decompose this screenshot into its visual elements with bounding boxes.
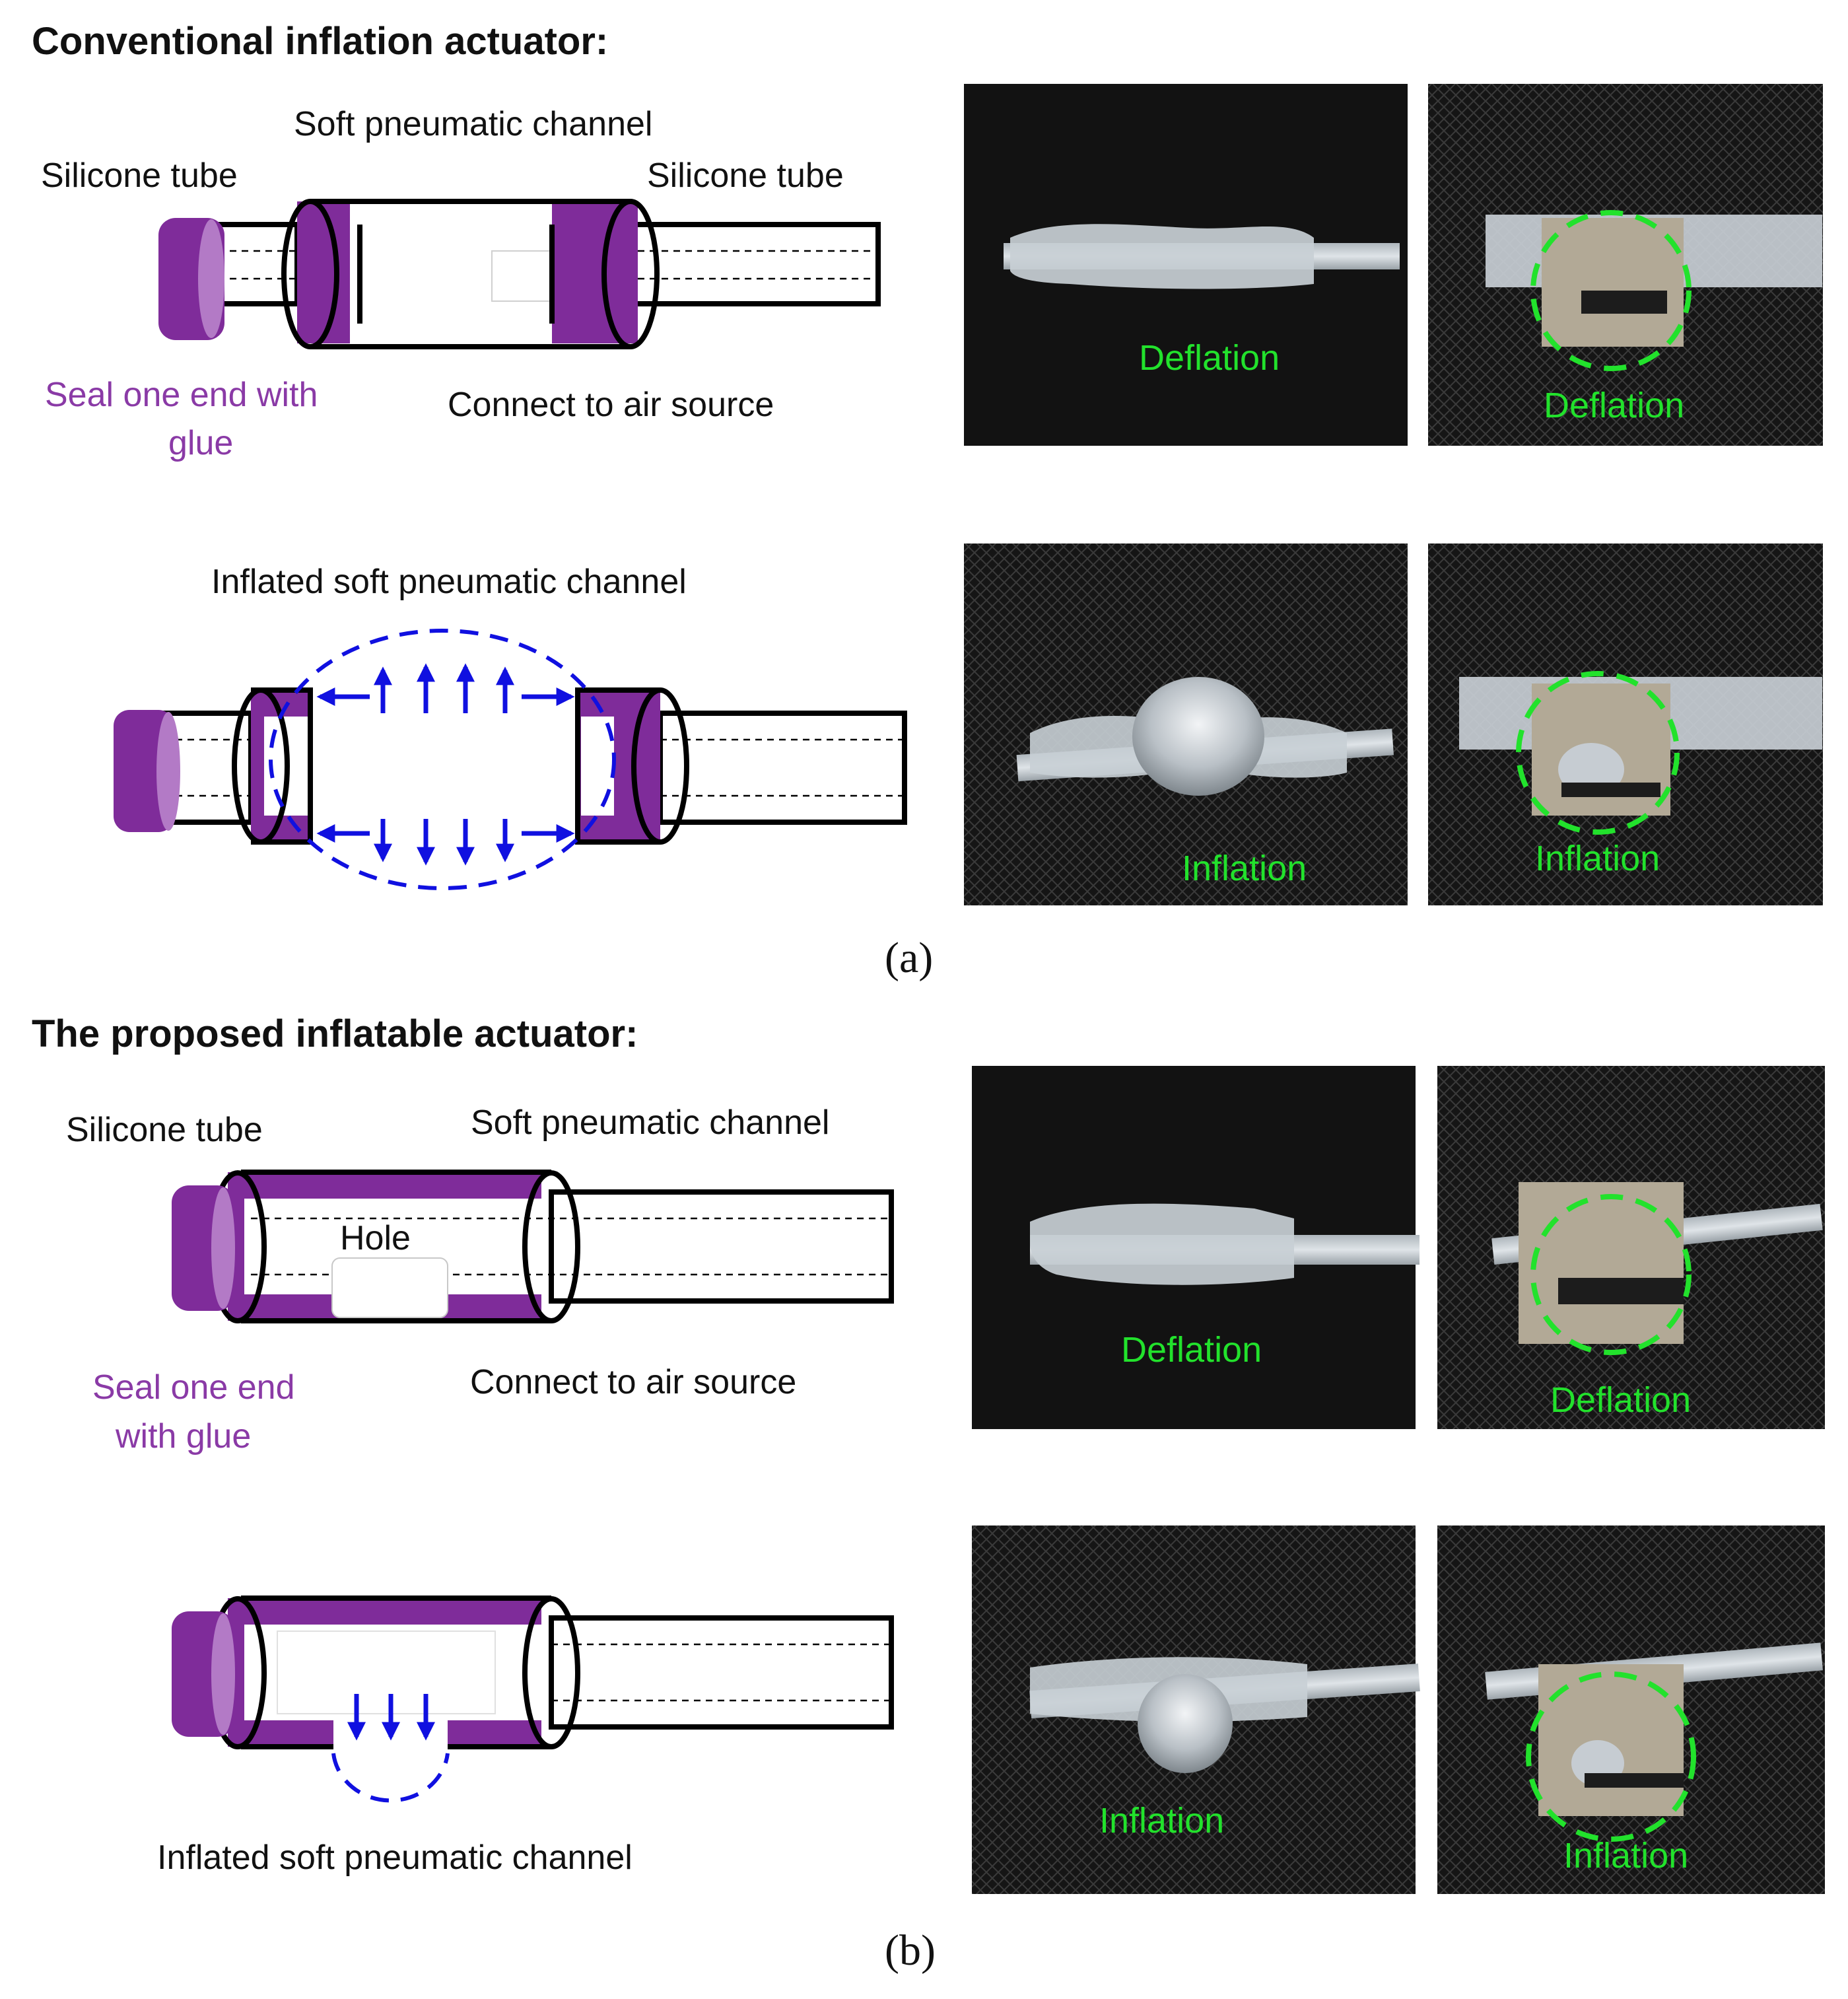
photo-a3: Inflation <box>964 544 1408 905</box>
pressure-arrows-bottom <box>316 819 575 866</box>
inflation-bubble-outline <box>269 629 616 890</box>
photo-b3: Inflation <box>972 1526 1420 1894</box>
photo-a3-bulb <box>1132 677 1264 796</box>
seal-label-line1: Seal one end with <box>45 376 318 414</box>
panel-b-heading: The proposed inflatable actuator: <box>32 1012 638 1055</box>
hole-bulge-outline <box>331 1753 450 1803</box>
photo-b4-clip <box>1538 1664 1684 1816</box>
connect-air-label-b: Connect to air source <box>470 1363 796 1401</box>
panel-b-caption: (b) <box>885 1926 936 1975</box>
connect-air-label: Connect to air source <box>448 386 774 424</box>
photo-a2-clip <box>1542 218 1684 347</box>
silicone-tube-b <box>549 1189 894 1304</box>
inflated-channel-label: Inflated soft pneumatic channel <box>211 563 687 601</box>
photo-a1-label: Deflation <box>1139 338 1280 378</box>
seal-label-b-line2: with glue <box>115 1417 251 1455</box>
hole-label: Hole <box>340 1219 411 1257</box>
photo-b1-label: Deflation <box>1121 1330 1262 1370</box>
inflated-channel-label-b: Inflated soft pneumatic channel <box>157 1839 633 1877</box>
silicone-tube-label: Silicone tube <box>66 1111 263 1149</box>
proposed-deflated-diagram: Silicone tube Soft pneumatic channel Hol… <box>66 1104 894 1455</box>
photo-b2-label: Deflation <box>1550 1380 1691 1420</box>
conventional-inflated-diagram: Inflated soft pneumatic channel <box>114 563 907 890</box>
panel-a-heading: Conventional inflation actuator: <box>32 20 608 63</box>
photo-a2: Deflation <box>1428 84 1823 446</box>
panel-a-caption: (a) <box>885 934 933 982</box>
photo-a1: Deflation <box>964 84 1408 446</box>
photo-b3-bulb <box>1138 1674 1233 1773</box>
photo-a4-label: Inflation <box>1535 839 1660 878</box>
photo-a4: Inflation <box>1428 544 1823 905</box>
seal-label-b-line1: Seal one end <box>92 1368 295 1407</box>
photo-b1: Deflation <box>972 1066 1420 1429</box>
photo-b4-label: Inflation <box>1563 1836 1688 1876</box>
soft-channel-label: Soft pneumatic channel <box>294 105 652 143</box>
photo-a2-label: Deflation <box>1544 386 1684 425</box>
soft-channel-label-b: Soft pneumatic channel <box>471 1104 829 1142</box>
conventional-deflated-diagram: Soft pneumatic channel Silicone tube Sil… <box>41 105 881 462</box>
seal-label-line2: glue <box>168 424 233 462</box>
photo-b2-clip <box>1519 1182 1684 1344</box>
photo-b2: Deflation <box>1437 1066 1825 1429</box>
pressure-arrows-hole <box>347 1694 435 1741</box>
photo-b4: Inflation <box>1437 1526 1825 1894</box>
silicone-tube-left-label: Silicone tube <box>41 157 238 195</box>
pressure-arrows-top <box>316 663 575 713</box>
hole <box>331 1257 448 1318</box>
photo-a3-label: Inflation <box>1182 849 1307 888</box>
photo-b3-label: Inflation <box>1099 1801 1224 1841</box>
silicone-tube-right-label: Silicone tube <box>647 157 844 195</box>
proposed-inflated-diagram: Inflated soft pneumatic channel <box>157 1596 894 1877</box>
